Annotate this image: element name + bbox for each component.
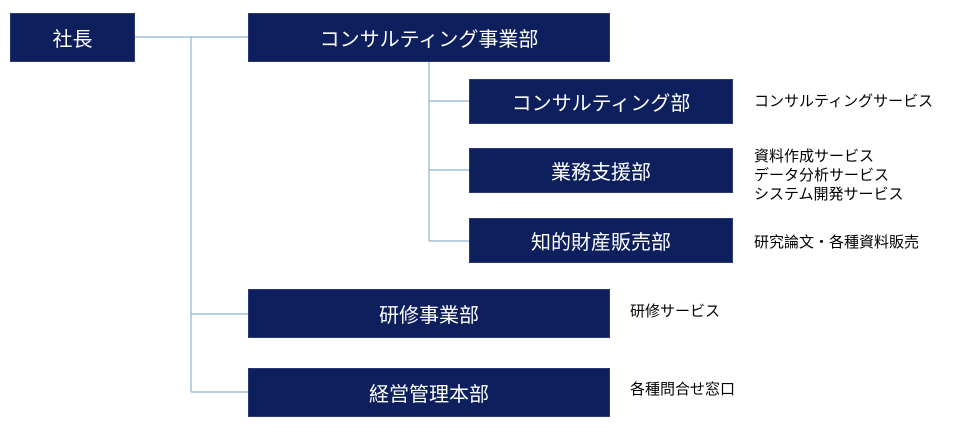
ip-sales-dept-label: 知的財産販売部 (531, 230, 671, 254)
business-support-dept-description: 資料作成サービス データ分析サービス システム開発サービス (754, 147, 904, 204)
description-line: システム開発サービス (754, 185, 904, 203)
business-support-dept-box: 業務支援部 (469, 148, 733, 193)
business-support-dept-label: 業務支援部 (551, 160, 651, 184)
management-division-box: 経営管理本部 (248, 368, 610, 417)
description-line: データ分析サービス (754, 166, 890, 184)
ip-sales-dept-description: 研究論文・各種資料販売 (754, 233, 919, 252)
management-division-description: 各種問合せ窓口 (630, 380, 735, 399)
training-division-description: 研修サービス (630, 302, 720, 321)
description-line: 資料作成サービス (754, 147, 875, 165)
description-line: 研究論文・各種資料販売 (754, 233, 920, 251)
training-division-label: 研修事業部 (379, 303, 479, 327)
consulting-division-box: コンサルティング事業部 (248, 13, 610, 62)
consulting-dept-box: コンサルティング部 (469, 79, 733, 124)
president-label: 社長 (52, 27, 93, 51)
description-line: コンサルティングサービス (754, 92, 934, 110)
description-line: 各種問合せ窓口 (630, 380, 736, 398)
president-box: 社長 (10, 13, 135, 62)
consulting-dept-description: コンサルティングサービス (754, 92, 933, 111)
management-division-label: 経営管理本部 (369, 382, 489, 406)
training-division-box: 研修事業部 (248, 289, 610, 338)
ip-sales-dept-box: 知的財産販売部 (469, 218, 733, 263)
consulting-dept-label: コンサルティング部 (511, 91, 691, 115)
consulting-division-label: コンサルティング事業部 (319, 27, 539, 51)
description-line: 研修サービス (630, 302, 721, 320)
